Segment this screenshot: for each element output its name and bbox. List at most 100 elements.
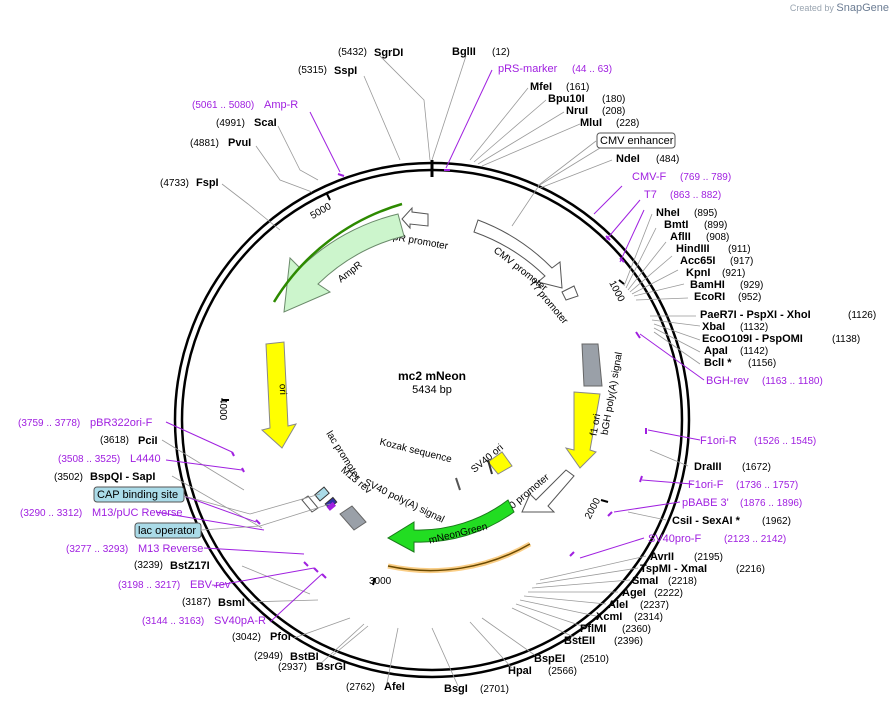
site-name[interactable]: BstZ17I [170,560,210,572]
site-name[interactable]: AflII [670,231,691,243]
mneongreen-orf[interactable] [387,543,531,572]
ori-arrow[interactable] [260,341,298,449]
site-name[interactable]: PfoI [270,631,291,643]
primer-labels: pRS-marker (44 .. 63) (5061 .. 5080) Amp… [18,63,823,627]
f1-ori-label: f1 ori [589,413,604,437]
site-name[interactable]: Acc65I [680,255,715,267]
primer-range: (863 .. 882) [670,190,721,201]
primer-name[interactable]: L4440 [130,453,161,465]
site-name[interactable]: BglII [452,46,476,58]
site-pos: (2949) [254,651,283,662]
m13-rev-block[interactable] [326,501,336,511]
site-name[interactable]: PflMI [580,623,606,635]
ampr-arrow[interactable] [283,213,405,313]
site-pos: (2360) [622,624,651,635]
site-name[interactable]: KpnI [686,267,710,279]
site-name[interactable]: XbaI [702,321,725,333]
cmv-enhancer-callout[interactable]: CMV enhancer [596,132,676,149]
site-name[interactable]: SspI [334,65,357,77]
sv40-polya-block[interactable] [339,505,367,531]
site-name[interactable]: MluI [580,117,602,129]
site-name[interactable]: HpaI [508,665,532,677]
sv40-ori-block[interactable] [487,451,513,475]
site-pos: (1672) [742,462,771,473]
site-name[interactable]: BspEI [534,653,565,665]
site-name[interactable]: CsiI - SexAI * [672,515,741,527]
primer-name[interactable]: M13/pUC Reverse [92,507,182,519]
site-pos: (2314) [634,612,663,623]
primer-name[interactable]: SV40pro-F [648,533,701,545]
site-name[interactable]: FspI [196,177,219,189]
site-name[interactable]: BsmI [218,597,245,609]
site-pos: (228) [616,118,639,129]
site-name[interactable]: NheI [656,207,680,219]
site-pos: (917) [730,256,753,267]
scale-ticks [222,193,625,586]
site-name[interactable]: DraIII [694,461,722,473]
f1-ori-arrow[interactable] [564,391,601,469]
primer-name[interactable]: F1ori-R [700,435,737,447]
site-name[interactable]: EcoRI [694,291,725,303]
site-name[interactable]: BsgI [444,683,468,695]
site-name[interactable]: HindIII [676,243,710,255]
primer-range: (3508 .. 3525) [58,454,120,465]
site-name[interactable]: TspMI - XmaI [640,563,707,575]
cap-binding-site-callout[interactable]: CAP binding site [93,486,185,503]
snapgene-credit: Created by SnapGene [789,2,889,14]
site-name[interactable]: AfeI [384,681,405,693]
site-name[interactable]: XcmI [596,611,622,623]
primer-name[interactable]: pBABE 3' [682,497,729,509]
site-name[interactable]: SmaI [632,575,658,587]
site-pos: (4881) [190,138,219,149]
site-name[interactable]: BstBI [290,651,319,663]
site-pos: (12) [492,47,510,58]
primer-name[interactable]: F1ori-F [688,479,724,491]
site-name[interactable]: NruI [566,105,588,117]
site-name[interactable]: ApaI [704,345,728,357]
site-name[interactable]: ScaI [254,117,277,129]
site-name[interactable]: PvuI [228,137,251,149]
site-name[interactable]: EcoO109I - PspOMI [702,333,803,345]
primer-range: (3144 .. 3163) [142,616,204,627]
primer-name[interactable]: pBR322ori-F [90,417,153,429]
site-name[interactable]: SgrDI [374,47,403,59]
primer-name[interactable]: M13 Reverse [138,543,203,555]
site-name[interactable]: BmtI [664,219,688,231]
site-name[interactable]: MfeI [530,81,552,93]
site-pos: (1142) [740,346,768,357]
primer-name[interactable]: CMV-F [632,171,667,183]
site-pos: (3502) [54,472,83,483]
ampr-highlight [272,202,403,303]
lac-operator-callout[interactable]: lac operator [134,522,202,539]
sv40-promoter-arrow[interactable] [521,469,575,513]
site-name[interactable]: BstEII [564,635,595,647]
primer-name[interactable]: pRS-marker [498,63,558,75]
callout-lines [183,140,597,531]
primer-name[interactable]: T7 [644,189,657,201]
mneongreen-arrow[interactable] [386,499,515,553]
cap-site-block[interactable] [314,486,330,502]
site-pos: (921) [722,268,745,279]
bgh-polya-block[interactable] [581,343,603,387]
site-pos: (2222) [654,588,683,599]
cmv-enhancer-label: CMV enhancer [600,135,674,147]
site-name[interactable]: BspQI - SapI [90,471,155,483]
site-name[interactable]: AvrII [650,551,674,563]
site-name[interactable]: BclI * [704,357,732,369]
site-name[interactable]: AleI [608,599,628,611]
primer-name[interactable]: Amp-R [264,99,298,111]
site-name[interactable]: AgeI [622,587,646,599]
site-name[interactable]: BamHI [690,279,725,291]
primer-name[interactable]: EBV-rev [190,579,231,591]
site-name[interactable]: PciI [138,435,158,447]
site-pos: (952) [738,292,761,303]
ampr-promoter-arrow[interactable] [401,206,429,230]
primer-name[interactable]: BGH-rev [706,375,749,387]
site-name[interactable]: BsrGI [316,661,346,673]
site-name[interactable]: PaeR7I - PspXI - XhoI [700,309,811,321]
site-name[interactable]: NdeI [616,153,640,165]
t7-promoter-arrow[interactable] [561,285,579,301]
site-name[interactable]: Bpu10I [548,93,585,105]
primer-name[interactable]: SV40pA-R [214,615,266,627]
cmv-promoter-arrow[interactable] [473,219,563,289]
